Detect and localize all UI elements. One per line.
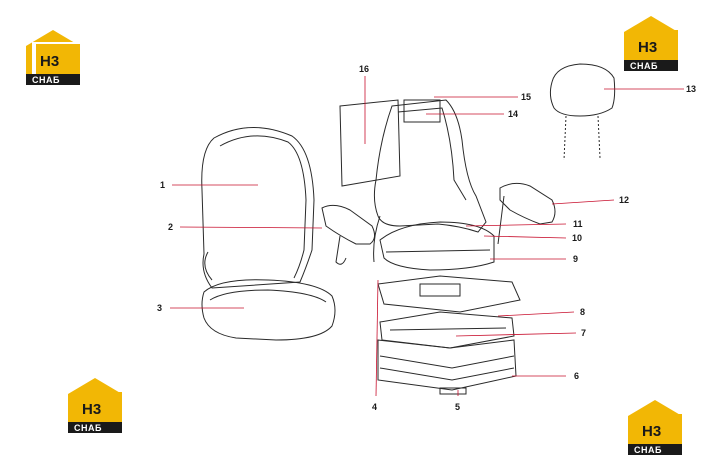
seat-pan-frame — [379, 221, 495, 271]
logo-text-bottom: CHAБ — [634, 445, 662, 455]
leader-2 — [179, 226, 323, 229]
callout-5: 5 — [455, 402, 460, 412]
callout-12: 12 — [619, 195, 629, 205]
logo-text-bottom: CHAБ — [74, 423, 102, 433]
logo-text-bottom: CHAБ — [32, 75, 60, 85]
callout-group — [170, 76, 684, 397]
backrest-cushion — [201, 127, 315, 289]
callout-15: 15 — [521, 92, 531, 102]
callout-labels: 1 2 3 4 5 6 7 8 9 10 11 12 13 14 15 16 — [157, 64, 696, 412]
callout-3: 3 — [157, 303, 162, 313]
logo-text-bottom: CHAБ — [630, 61, 658, 71]
callout-8: 8 — [580, 307, 585, 317]
leader-4 — [375, 279, 379, 397]
adjust-lever — [439, 387, 467, 395]
callout-7: 7 — [581, 328, 586, 338]
headrest — [549, 63, 616, 117]
leader-10 — [483, 235, 567, 239]
logo-top-right: H3 CHAБ — [624, 16, 678, 71]
logo-text-top: H3 — [82, 401, 101, 418]
callout-4: 4 — [372, 402, 377, 412]
slide-base — [377, 275, 521, 313]
callout-11: 11 — [573, 219, 583, 229]
seat-frame-back — [373, 99, 487, 233]
leader-7 — [455, 332, 577, 337]
suspension-base — [377, 339, 517, 391]
logo-top-left: H3 CHAБ — [26, 30, 80, 85]
callout-13: 13 — [686, 84, 696, 94]
logo-text-top: H3 — [642, 423, 661, 440]
logo-text-top: H3 — [638, 39, 657, 56]
callout-14: 14 — [508, 109, 518, 119]
callout-9: 9 — [573, 254, 578, 264]
callout-16: 16 — [359, 64, 369, 74]
leader-8 — [497, 311, 575, 317]
armrest-left — [321, 204, 376, 245]
armrest-right — [499, 182, 556, 225]
logo-text-top: H3 — [40, 53, 59, 70]
seat-cushion — [201, 279, 336, 341]
callout-10: 10 — [572, 233, 582, 243]
callout-1: 1 — [160, 180, 165, 190]
leader-11 — [465, 223, 567, 227]
logo-bottom-left: H3 CHAБ — [68, 378, 122, 433]
leader-12 — [551, 199, 615, 205]
callout-2: 2 — [168, 222, 173, 232]
back-panel — [339, 99, 401, 187]
logo-bottom-right: H3 CHAБ — [628, 400, 682, 455]
callout-6: 6 — [574, 371, 579, 381]
